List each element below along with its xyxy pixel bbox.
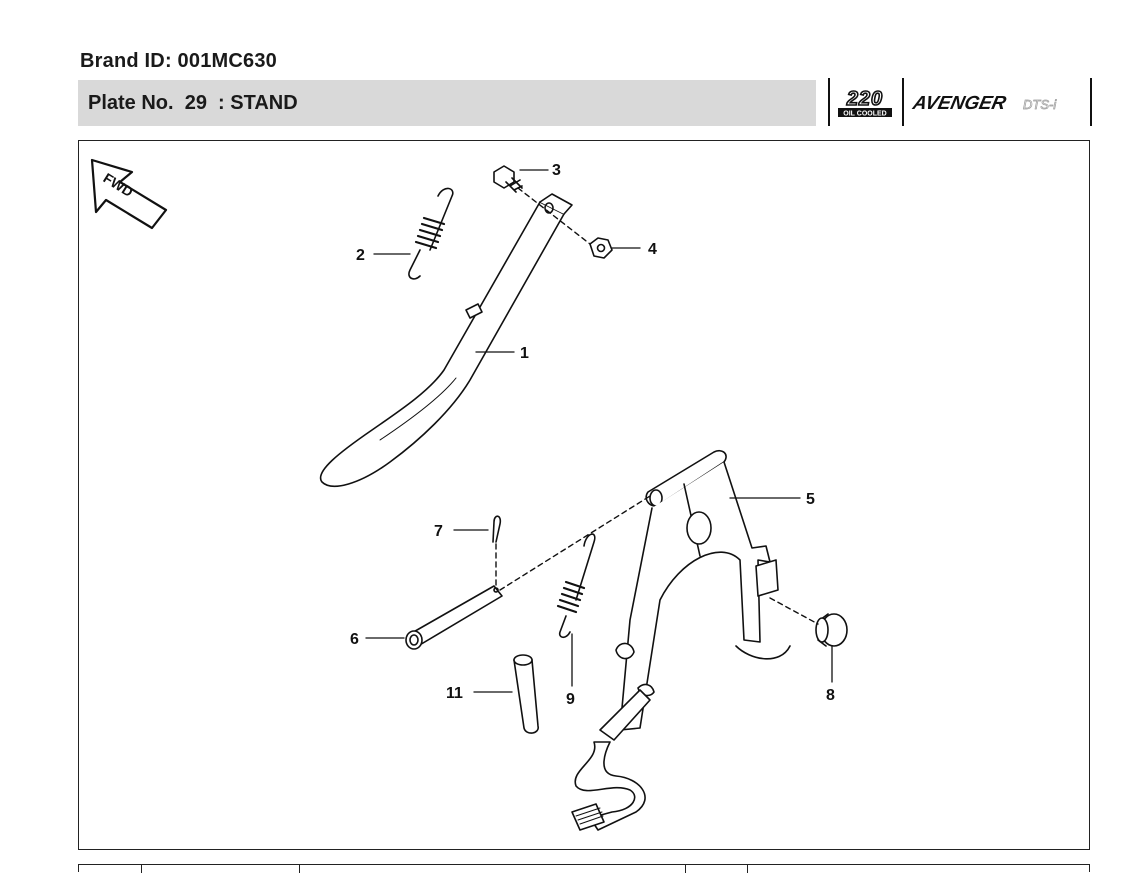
logo-divider bbox=[828, 78, 830, 126]
callout-2: 2 bbox=[356, 247, 365, 264]
model-name: AVENGER bbox=[910, 93, 1008, 114]
table-column-divider bbox=[685, 865, 686, 873]
callout-3: 3 bbox=[552, 162, 561, 179]
nut-part bbox=[589, 237, 613, 259]
engine-type: OIL COOLED bbox=[843, 111, 886, 118]
model-logo: 220 OIL COOLED AVENGER DTS-i bbox=[828, 78, 1092, 126]
bolt-part bbox=[493, 165, 523, 193]
callout-5: 5 bbox=[806, 491, 815, 508]
plate-title-bar: Plate No. 29 : STAND bbox=[78, 80, 816, 126]
table-column-divider bbox=[299, 865, 300, 873]
logo-divider bbox=[1090, 78, 1092, 126]
side-stand-spring-part bbox=[408, 187, 454, 280]
callout-8: 8 bbox=[826, 687, 835, 704]
callout-leader-lines bbox=[365, 169, 833, 693]
callout-7: 7 bbox=[434, 523, 443, 540]
side-stand-part bbox=[319, 193, 573, 487]
engine-type-band bbox=[838, 108, 892, 117]
table-column-divider bbox=[141, 865, 142, 873]
callout-9: 9 bbox=[566, 691, 575, 708]
callout-11: 11 bbox=[446, 685, 463, 702]
main-stand-spring-part bbox=[556, 533, 596, 639]
engine-number: 220 bbox=[846, 88, 883, 110]
bushing-part bbox=[513, 654, 539, 734]
cotter-pin-part bbox=[492, 515, 502, 543]
plate-title: Plate No. 29 : STAND bbox=[88, 92, 298, 114]
rubber-cap-part bbox=[815, 613, 848, 647]
forward-arrow-icon bbox=[90, 158, 168, 230]
assembly-dashed-lines bbox=[495, 187, 819, 625]
pivot-pin-part bbox=[405, 585, 503, 650]
brand-id: Brand ID: 001MC630 bbox=[80, 50, 277, 72]
table-column-divider bbox=[747, 865, 748, 873]
logo-graphic: 220 OIL COOLED AVENGER DTS-i bbox=[838, 87, 1058, 118]
parts-diagram-frame bbox=[78, 140, 1090, 850]
parts-table-header bbox=[78, 864, 1090, 873]
logo-divider bbox=[902, 78, 904, 126]
callout-4: 4 bbox=[648, 241, 657, 258]
main-stand-part bbox=[571, 449, 791, 831]
model-suffix: DTS-i bbox=[1023, 97, 1057, 112]
callout-6: 6 bbox=[350, 631, 359, 648]
callout-1: 1 bbox=[520, 345, 529, 362]
